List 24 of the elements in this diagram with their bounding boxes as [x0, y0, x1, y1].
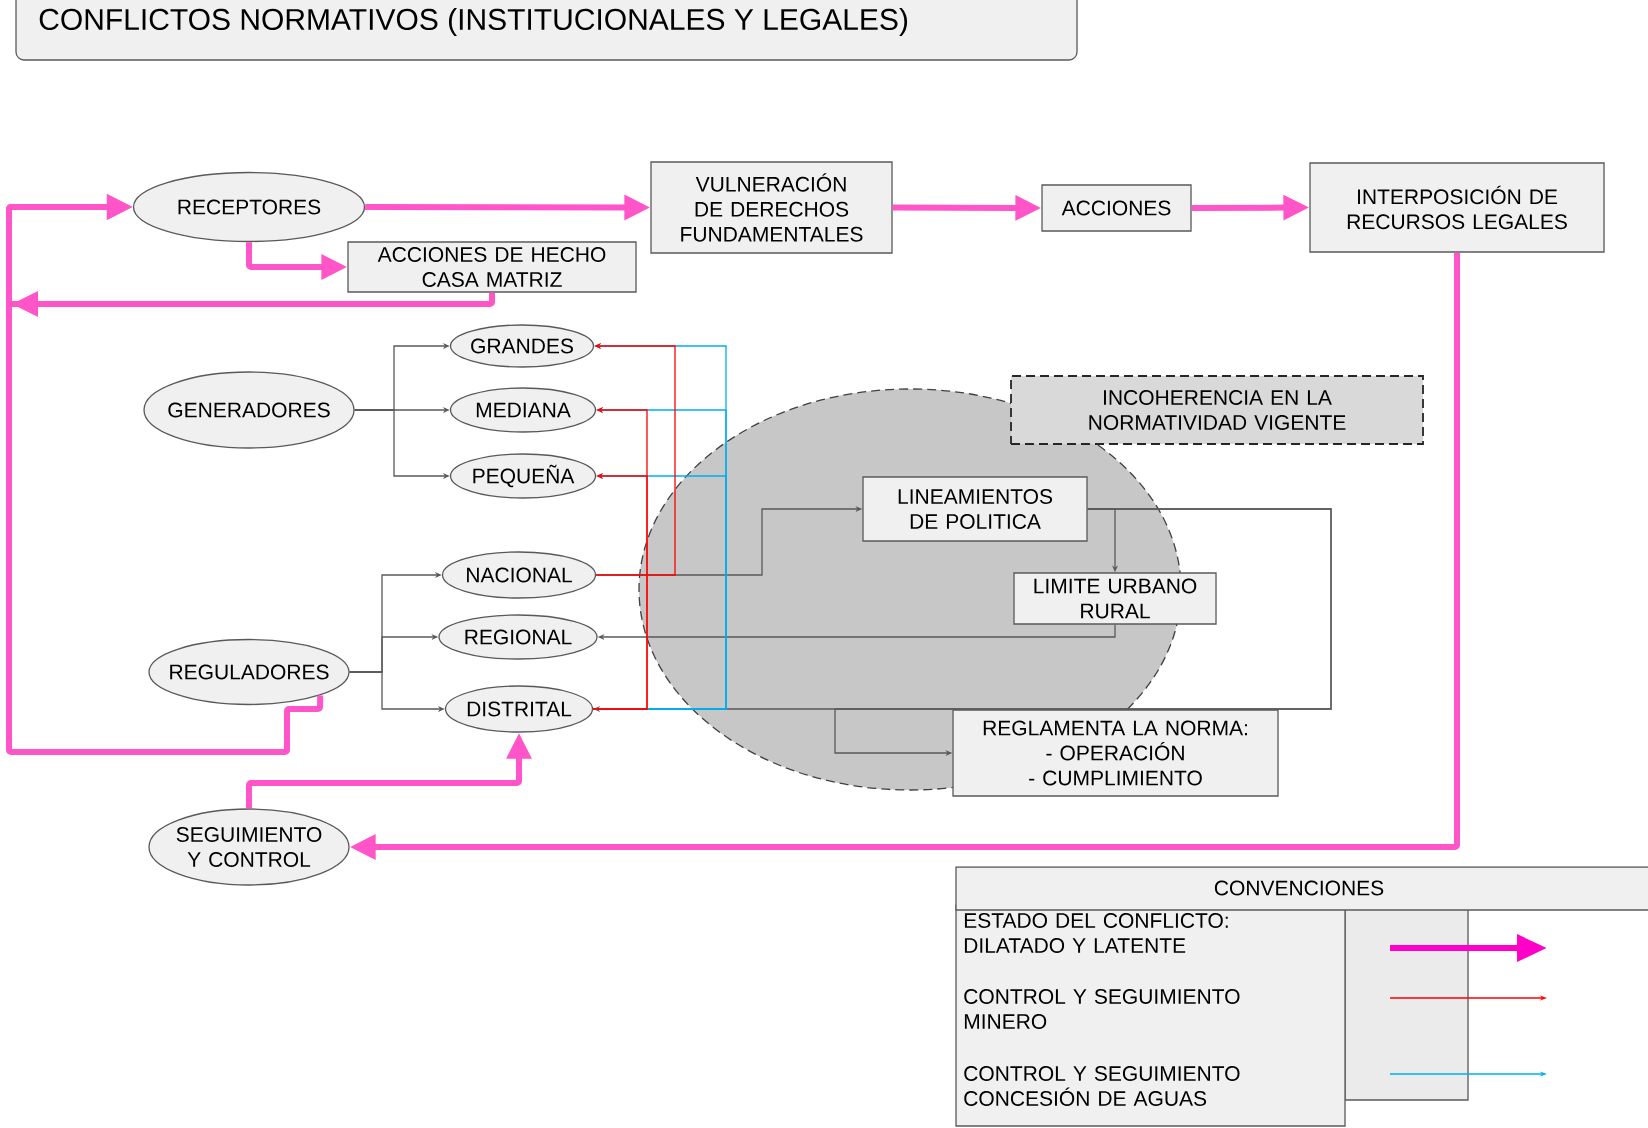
process-box: VULNERACIÓN DE DERECHOS FUNDAMENTALES	[650, 161, 893, 254]
process-box: LIMITE URBANO RURAL	[1013, 572, 1217, 625]
oval-node: NACIONAL	[441, 551, 597, 599]
process-box: ACCIONES DE HECHO CASA MATRIZ	[347, 241, 637, 293]
process-box: LINEAMIENTOS DE POLITICA	[862, 476, 1088, 542]
process-box: REGLAMENTA LA NORMA: - OPERACIÓN - CUMPLIMIENTO	[952, 709, 1279, 797]
oval-node: GRANDES	[449, 324, 595, 368]
process-box: INTERPOSICIÓN DE RECURSOS LEGALES	[1309, 162, 1605, 253]
legend-text: CONTROL Y SEGUIMIENTO CONCESIÓN DE AGUAS	[964, 1066, 1240, 1106]
oval-node: MEDIANA	[449, 387, 597, 433]
legend-header: CONVENCIONES	[955, 866, 1648, 911]
arrow	[6, 194, 324, 755]
title-box: CONFLICTOS NORMATIVOS (INSTITUCIONALES Y LEGALES)	[15, 0, 1078, 61]
oval-node: REGIONAL	[438, 614, 598, 660]
legend-text: CONTROL Y SEGUIMIENTO MINERO	[964, 989, 1240, 1029]
oval-node: REGULADORES	[148, 638, 350, 706]
oval-node: PEQUEÑA	[449, 453, 597, 499]
oval-node: SEGUIMIENTO Y CONTROL	[148, 808, 350, 886]
oval-node: DISTRITAL	[444, 685, 594, 733]
dashed-box: INCOHERENCIA EN LA NORMATIVIDAD VIGENTE	[1010, 375, 1424, 445]
oval-node: RECEPTORES	[132, 171, 366, 243]
process-box: ACCIONES	[1041, 184, 1192, 232]
oval-node: GENERADORES	[143, 371, 355, 449]
legend-text: ESTADO DEL CONFLICTO: DILATADO Y LATENTE	[964, 913, 1228, 953]
